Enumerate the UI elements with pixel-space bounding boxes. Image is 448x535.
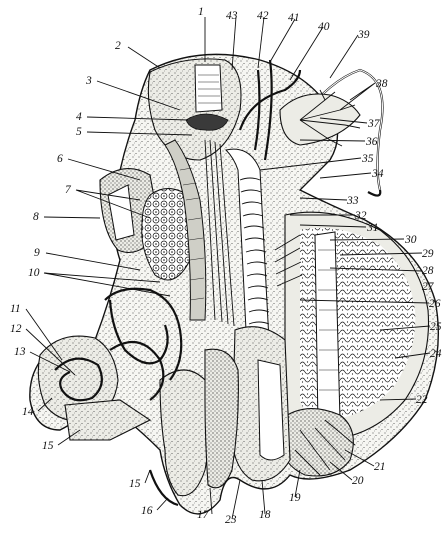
label-33: 33 [346,195,359,207]
label-30: 30 [404,234,417,246]
label-14: 14 [22,406,34,418]
label-35: 35 [361,153,374,165]
label-34: 34 [371,168,384,180]
label-40: 40 [318,21,330,33]
label-36: 36 [365,136,378,148]
lower-lobes [159,348,239,497]
label-23: 23 [225,514,237,526]
label-12: 12 [10,323,22,335]
label-9: 9 [34,247,40,259]
upper-ducts [238,59,384,197]
label-layer: 1 2 3 4 5 6 7 8 9 10 11 12 13 14 15 15 1… [10,6,442,526]
label-16: 16 [141,505,153,517]
label-3: 3 [85,75,92,87]
label-5: 5 [76,126,82,138]
rectum [104,287,183,507]
label-27: 27 [422,281,435,293]
uterus [231,326,291,482]
label-8: 8 [33,211,39,223]
muscle-fibers [204,139,303,327]
label-15: 15 [42,440,54,452]
digestive-gland [284,211,430,441]
label-22: 22 [416,394,428,406]
label-20: 20 [352,475,364,487]
label-7: 7 [65,184,72,196]
label-19: 19 [289,492,301,504]
label-28: 28 [422,265,434,277]
label-39: 39 [357,29,370,41]
label-21: 21 [374,461,386,473]
label-15b: 15 [129,478,141,490]
ovotestis [279,408,356,477]
label-2: 2 [115,40,121,52]
head-region [147,58,242,161]
label-29: 29 [422,248,434,260]
label-6: 6 [57,153,63,165]
label-31: 31 [366,222,379,234]
label-26: 26 [429,298,441,310]
intestine-loops [37,335,165,441]
label-1: 1 [198,6,204,18]
label-24: 24 [430,348,442,360]
label-38: 38 [375,78,388,90]
label-37: 37 [367,118,381,130]
branched-gland [279,89,361,147]
label-17: 17 [197,509,210,521]
label-25: 25 [430,321,442,333]
label-10: 10 [28,267,40,279]
crop [164,139,207,321]
label-41: 41 [288,12,300,24]
label-11: 11 [10,303,21,315]
label-42: 42 [257,10,269,22]
label-13: 13 [14,346,26,358]
label-32: 32 [354,210,367,222]
label-43: 43 [226,10,238,22]
label-18: 18 [259,509,271,521]
label-4: 4 [76,111,82,123]
